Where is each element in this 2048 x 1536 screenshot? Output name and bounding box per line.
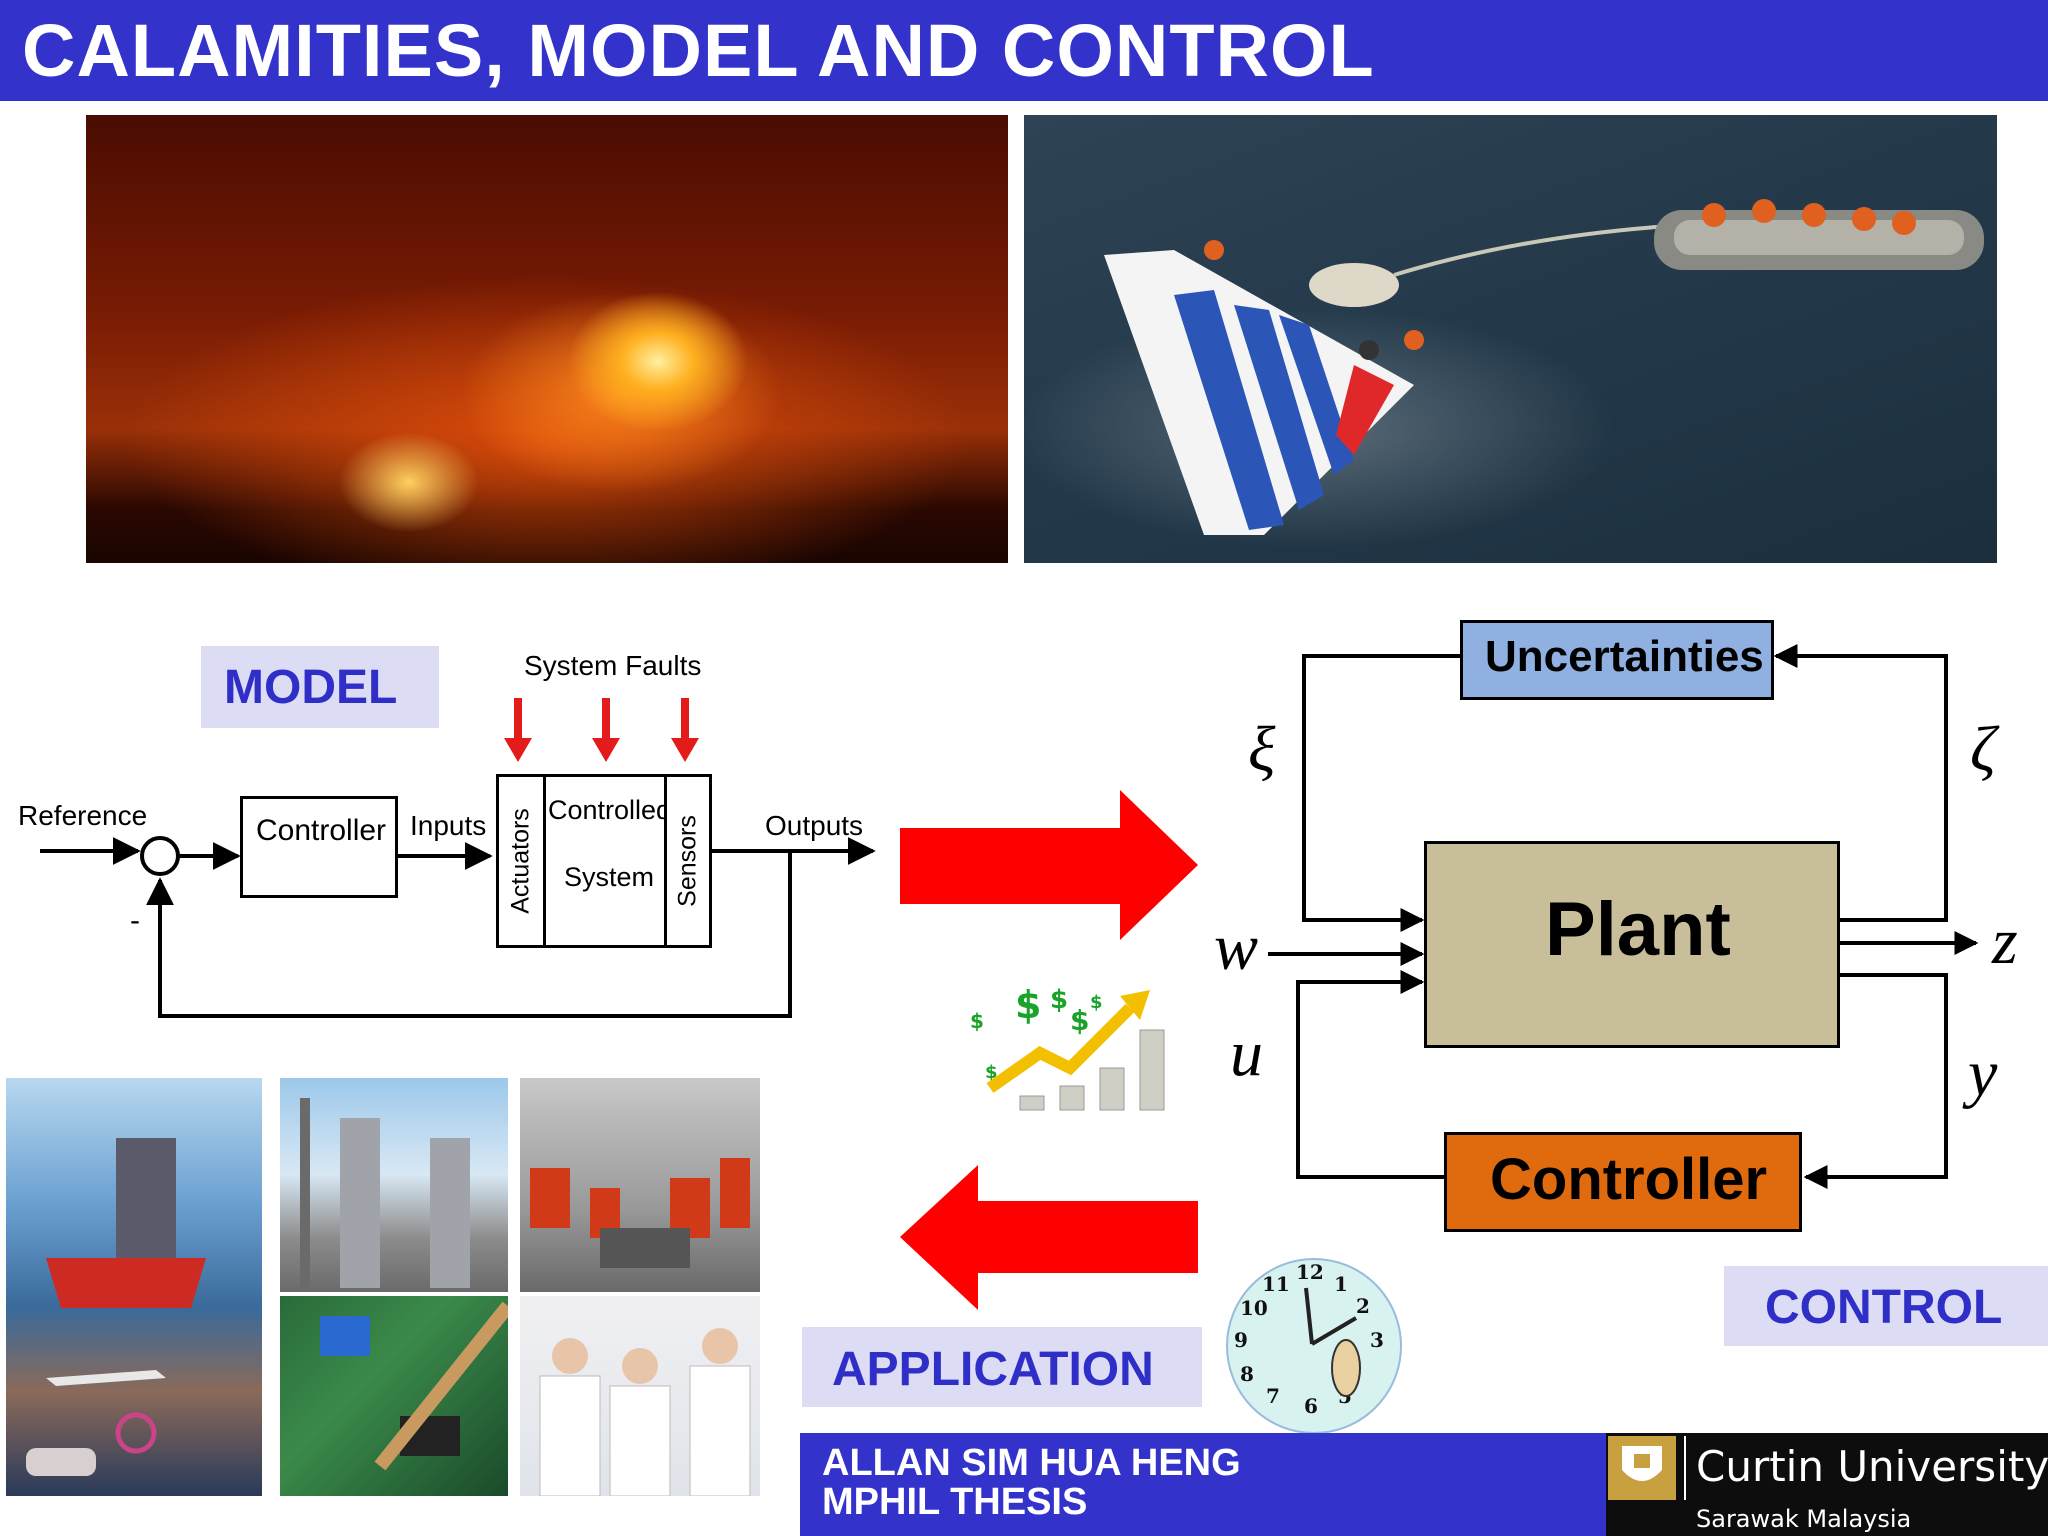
model-controller-block [240,796,398,898]
controlled-label-line2: System [564,862,655,892]
fire-photo [86,115,1008,563]
application-tile-transport [6,1078,262,1496]
plant-block [1424,841,1840,1048]
sea-wreckage-photo [1024,115,1997,563]
control-controller-label: Controller [1490,1147,1768,1212]
uncertainties-label: Uncertainties [1485,632,1764,681]
model-controller-label: Controller [256,814,387,847]
system-faults-label: System Faults [524,650,702,681]
clock-8: 8 [1240,1362,1254,1386]
curtin-shield-icon [1608,1436,1676,1500]
outputs-label: Outputs [765,810,864,841]
application-label-box [802,1327,1202,1407]
left-red-arrow [900,1165,1198,1310]
plant-label: Plant [1545,887,1731,972]
reference-label: Reference [18,800,148,831]
clock-11: 11 [1262,1272,1290,1296]
clock-7: 7 [1266,1384,1280,1408]
clock-icon [1226,1258,1402,1434]
svg-text:$: $ [1015,983,1041,1027]
control-label-box [1724,1266,2048,1346]
application-tile-electronics [280,1296,508,1496]
fault-arrows [504,698,699,762]
curtin-logo-block [1606,1433,2048,1536]
sensors-block [664,774,712,948]
curtin-divider [1684,1436,1686,1500]
application-tile-robots [520,1078,760,1292]
curtin-campus-name: Sarawak Malaysia [1696,1505,1912,1533]
z-symbol: z [1992,905,2018,978]
svg-text:$: $ [1050,985,1068,1015]
minus-sign: - [130,904,140,937]
controlled-label-line1: Controlled [548,795,672,825]
right-red-arrow [900,790,1198,940]
clock-2: 2 [1356,1294,1370,1318]
zeta-symbol: ζ [1970,713,1996,784]
clock-1: 1 [1334,1272,1348,1296]
u-symbol: u [1230,1017,1263,1090]
title-bar [0,0,2048,101]
clock-6: 6 [1304,1394,1318,1418]
application-label: APPLICATION [832,1343,1154,1396]
footer-author: ALLAN SIM HUA HENG [822,1442,1241,1484]
curtin-university-name: Curtin University [1696,1442,2048,1491]
y-symbol: y [1968,1037,1998,1110]
control-label: CONTROL [1765,1281,2003,1334]
application-tile-plant [280,1078,508,1292]
footer-thesis: MPHIL THESIS [822,1481,1088,1523]
application-tile-medical [520,1296,760,1496]
svg-text:$: $ [1070,1004,1089,1037]
actuators-block [496,774,546,948]
inputs-label: Inputs [410,810,487,841]
control-controller-block [1444,1132,1802,1232]
clock-12: 12 [1296,1260,1324,1284]
footer-bar [800,1433,1608,1536]
w-symbol: w [1214,911,1259,984]
svg-text:$: $ [1090,992,1103,1013]
clock-numbers: 12 11 1 10 2 9 3 8 7 6 5 [1226,1258,1398,1430]
xi-symbol: ξ [1248,713,1276,784]
model-label-box [201,646,439,728]
slide-title: CALAMITIES, MODEL AND CONTROL [22,9,1375,92]
svg-text:$: $ [970,1009,984,1033]
clock-9: 9 [1234,1328,1248,1352]
uncertainties-block [1460,620,1774,700]
clock-3: 3 [1370,1328,1384,1352]
model-label: MODEL [224,661,398,714]
money-growth-icon: $$ $$ $$ [970,983,1165,1111]
clock-10: 10 [1240,1296,1268,1320]
